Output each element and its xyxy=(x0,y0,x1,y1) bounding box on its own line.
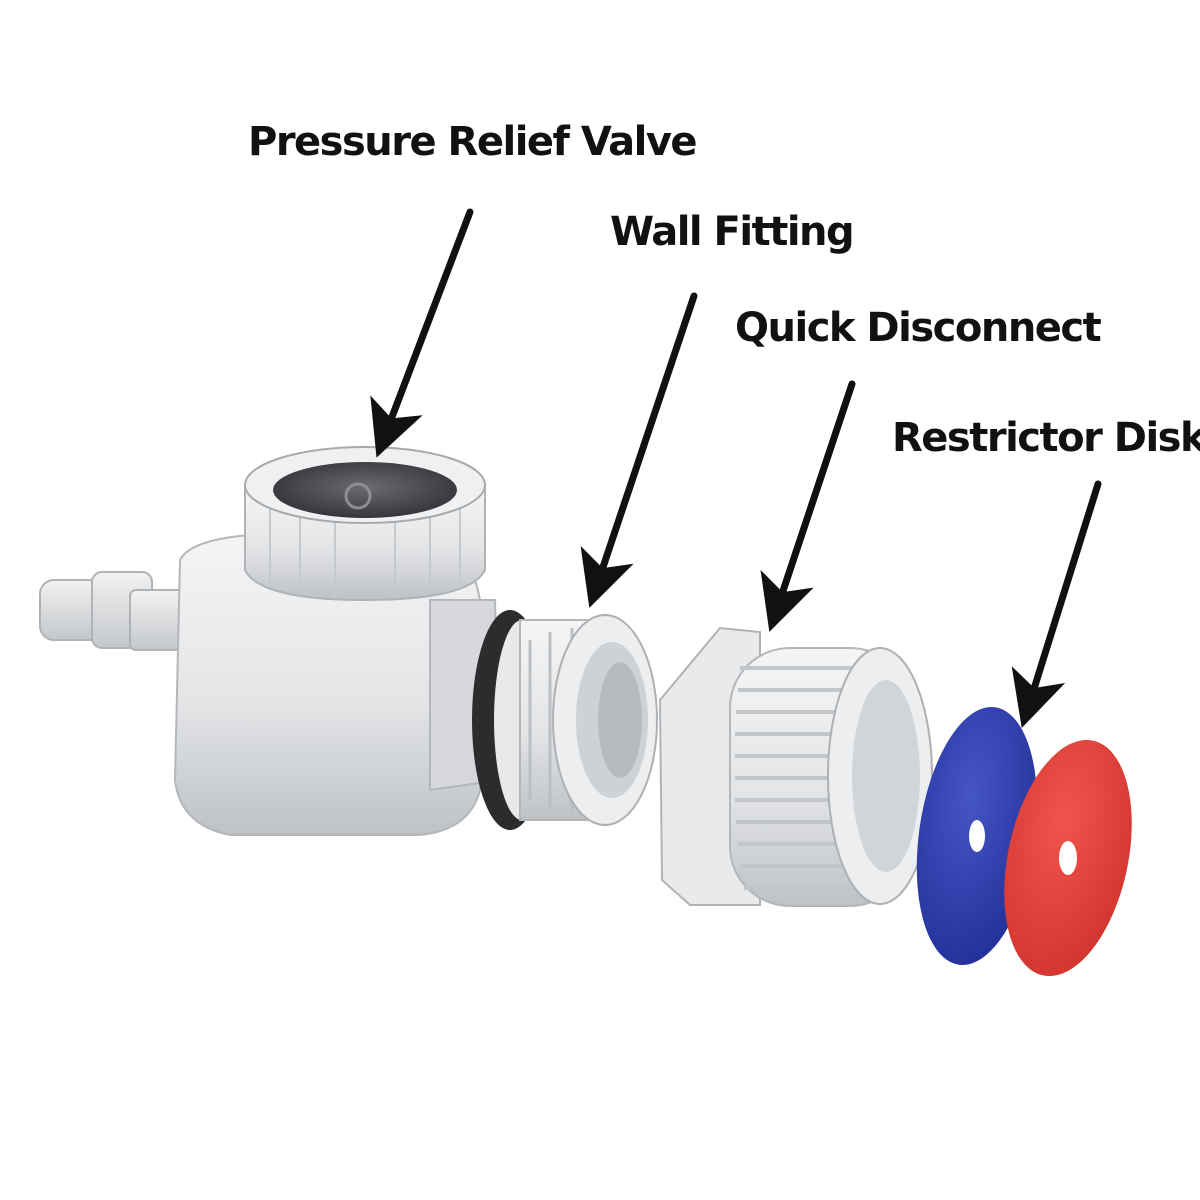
quick-disconnect-part xyxy=(658,626,933,907)
wall-fitting-part xyxy=(472,610,658,830)
restrictor-disks xyxy=(916,707,1132,977)
arrow-wall-fitting xyxy=(580,292,698,608)
arrow-pressure-relief-valve xyxy=(370,208,474,458)
relief-valve-cap xyxy=(273,462,457,518)
label-quick-disconnect: Quick Disconnect xyxy=(735,305,1102,351)
arrow-restrictor-disk xyxy=(1011,480,1102,729)
label-restrictor-disk: Restrictor Disk xyxy=(892,415,1200,461)
label-pressure-relief-valve: Pressure Relief Valve xyxy=(248,119,698,165)
label-wall-fitting: Wall Fitting xyxy=(610,209,855,255)
hose-barb xyxy=(39,571,191,651)
arrow-quick-disconnect xyxy=(760,380,856,632)
valve-body xyxy=(173,446,502,836)
